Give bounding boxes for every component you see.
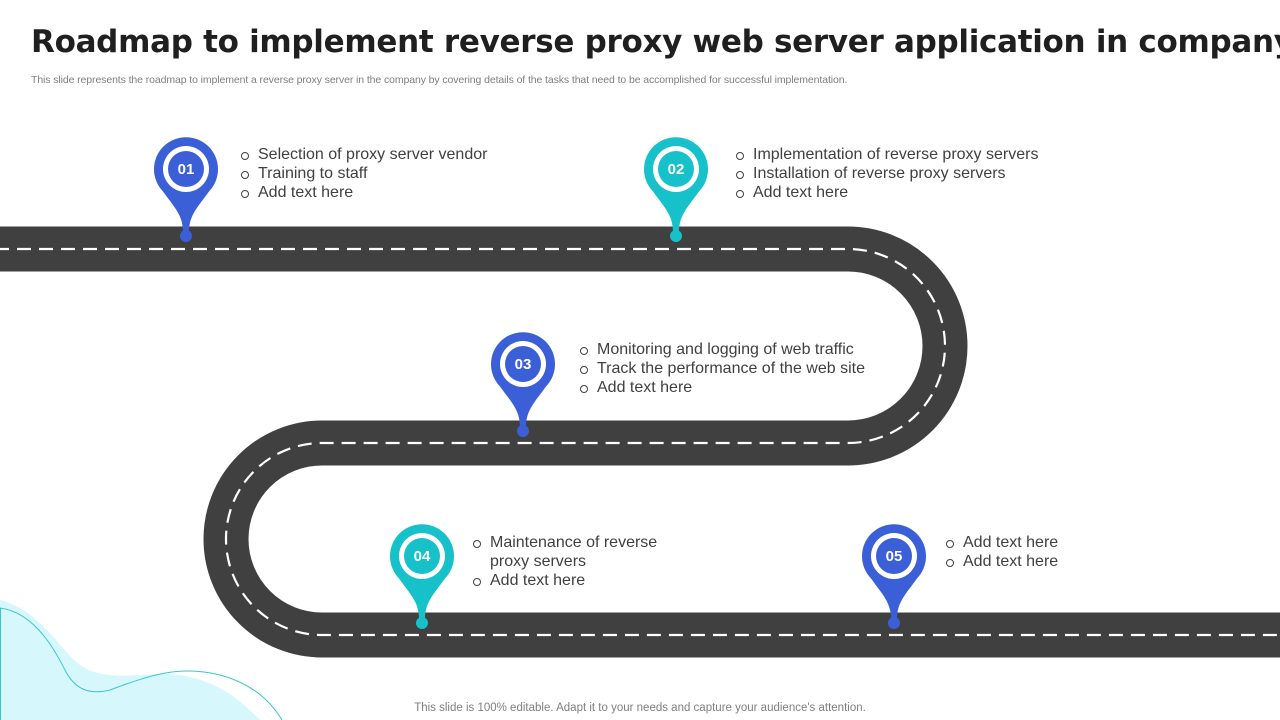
task-item: Monitoring and logging of web traffic	[579, 340, 899, 359]
milestone-number: 04	[414, 548, 431, 565]
pin-center	[876, 538, 912, 574]
task-item: Track the performance of the web site	[579, 359, 899, 378]
task-item: Add text here	[945, 552, 1145, 571]
milestone-pin-05: 05	[861, 524, 926, 629]
pin-center	[404, 538, 440, 574]
task-item: Selection of proxy server vendor	[240, 145, 530, 164]
milestone-number: 02	[668, 161, 685, 178]
task-item: Installation of reverse proxy servers	[735, 164, 1075, 183]
decorative-wave-line	[0, 607, 283, 720]
slide-footer: This slide is 100% editable. Adapt it to…	[414, 702, 866, 714]
task-item: Add text here	[945, 533, 1145, 552]
task-item: Add text here	[735, 183, 1075, 202]
pin-center	[505, 346, 541, 382]
pin-center	[658, 151, 694, 187]
slide-title: Roadmap to implement reverse proxy web s…	[31, 24, 1280, 60]
task-item: Add text here	[240, 183, 530, 202]
milestone-number: 03	[515, 356, 532, 373]
milestone-pin-04: 04	[390, 524, 454, 629]
pin-tip-dot	[670, 230, 682, 242]
pin-tip-dot	[888, 617, 900, 629]
milestone-pin-03: 03	[491, 332, 555, 437]
task-item: Implementation of reverse proxy servers	[735, 145, 1075, 164]
pin-tip-dot	[180, 230, 192, 242]
task-item: Add text here	[472, 571, 672, 590]
road-lane-marking	[0, 247, 1280, 637]
milestone-number: 01	[178, 161, 195, 178]
slide-subtitle: This slide represents the roadmap to imp…	[31, 74, 848, 86]
decorative-wave-fill	[0, 600, 260, 720]
milestone-pin-02: 02	[644, 137, 708, 242]
task-item: Add text here	[579, 378, 899, 397]
milestone-pin-01: 01	[153, 137, 218, 242]
task-item: Maintenance of reverse proxy servers	[472, 533, 672, 571]
milestone-number: 05	[886, 548, 903, 565]
pin-center	[168, 151, 204, 187]
pin-tip-dot	[517, 425, 529, 437]
task-item: Training to staff	[240, 164, 530, 183]
pin-tip-dot	[416, 617, 428, 629]
